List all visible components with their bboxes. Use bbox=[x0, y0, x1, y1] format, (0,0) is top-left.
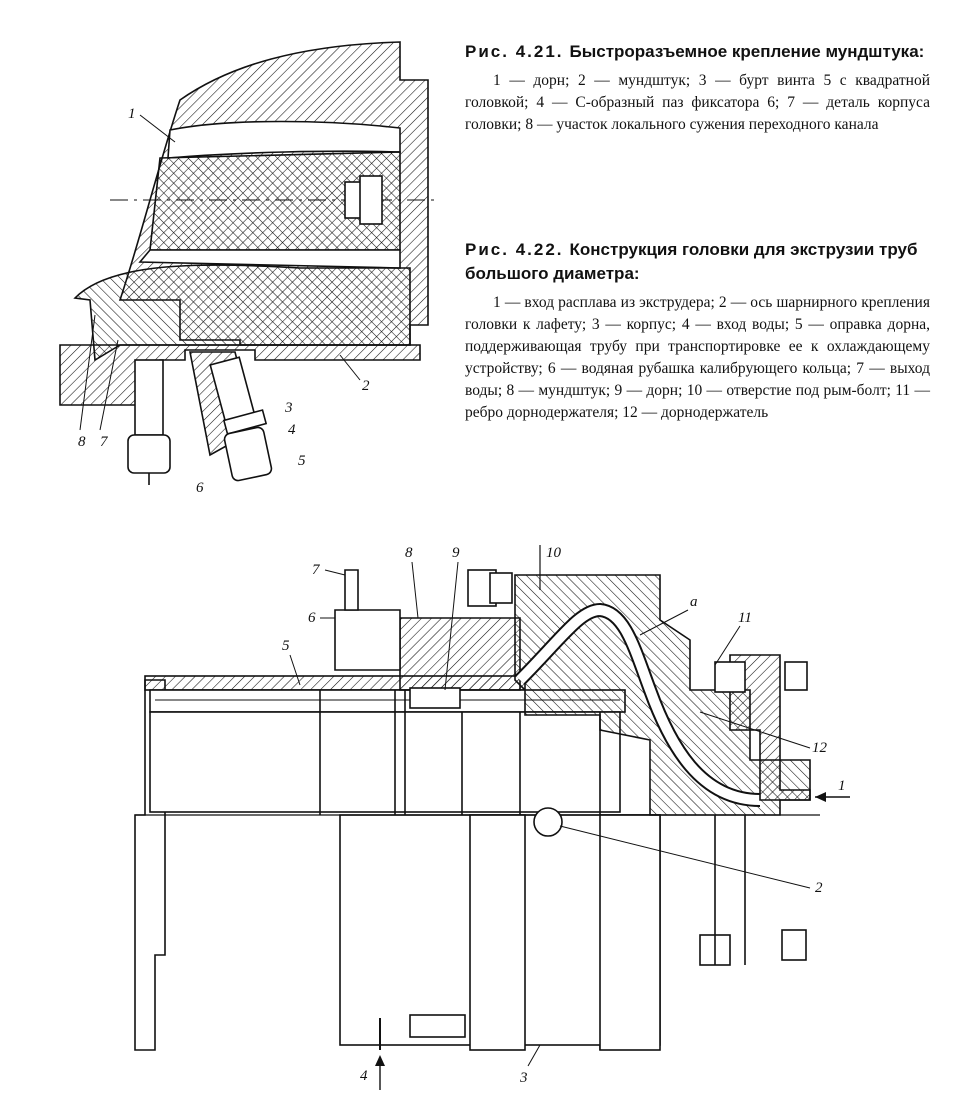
figure-number: Рис. 4.22. bbox=[465, 240, 564, 259]
callouts-fig-4-21: 1 2 3 4 5 6 7 8 bbox=[78, 106, 370, 496]
figure-legend: 1 — вход расплава из экструдера; 2 — ось… bbox=[465, 294, 930, 421]
callout-label: а bbox=[690, 594, 698, 610]
callout-label: 7 bbox=[100, 434, 109, 450]
callout-label: 8 bbox=[78, 434, 86, 450]
caption-title-4-22: Рис. 4.22.Конструкция головки для экстру… bbox=[465, 238, 930, 286]
figure-legend: 1 — дорн; 2 — мундштук; 3 — бурт винта 5… bbox=[465, 72, 930, 133]
caption-title-4-21: Рис. 4.21. Быстроразъемное крепление мунд… bbox=[465, 40, 930, 64]
callout-label: 10 bbox=[546, 545, 562, 561]
callout-label: 7 bbox=[312, 562, 321, 578]
callout-label: 5 bbox=[282, 638, 290, 654]
figure-title: Быстроразъемное крепление мундштука: bbox=[569, 42, 925, 61]
callout-label: 12 bbox=[812, 740, 828, 756]
callout-label: 1 bbox=[838, 778, 846, 794]
drawing-fig-4-22 bbox=[134, 545, 820, 1051]
callout-label: 3 bbox=[519, 1070, 528, 1086]
callout-label: 11 bbox=[738, 610, 752, 626]
callout-label: 8 bbox=[405, 545, 413, 561]
callout-label: 9 bbox=[452, 545, 460, 561]
callout-label: 5 bbox=[298, 453, 306, 469]
figure-number: Рис. 4.21. bbox=[465, 42, 564, 61]
drawing-fig-4-21 bbox=[59, 41, 440, 485]
callout-label: 1 bbox=[128, 106, 136, 122]
callout-label: 6 bbox=[196, 480, 204, 496]
callouts-fig-4-22: 1 2 3 4 5 6 7 8 9 10 11 12 а bbox=[282, 545, 850, 1090]
callout-label: 3 bbox=[284, 400, 293, 416]
caption-fig-4-21: Рис. 4.21. Быстроразъемное крепление мунд… bbox=[465, 40, 930, 136]
callout-label: 2 bbox=[362, 378, 370, 394]
caption-fig-4-22: Рис. 4.22.Конструкция головки для экстру… bbox=[465, 238, 930, 424]
callout-label: 4 bbox=[288, 422, 296, 438]
callout-label: 2 bbox=[815, 880, 823, 896]
callout-label: 4 bbox=[360, 1068, 368, 1084]
figure-title: Конструкция головки для экструзии труб б… bbox=[465, 240, 918, 283]
callout-label: 6 bbox=[308, 610, 316, 626]
